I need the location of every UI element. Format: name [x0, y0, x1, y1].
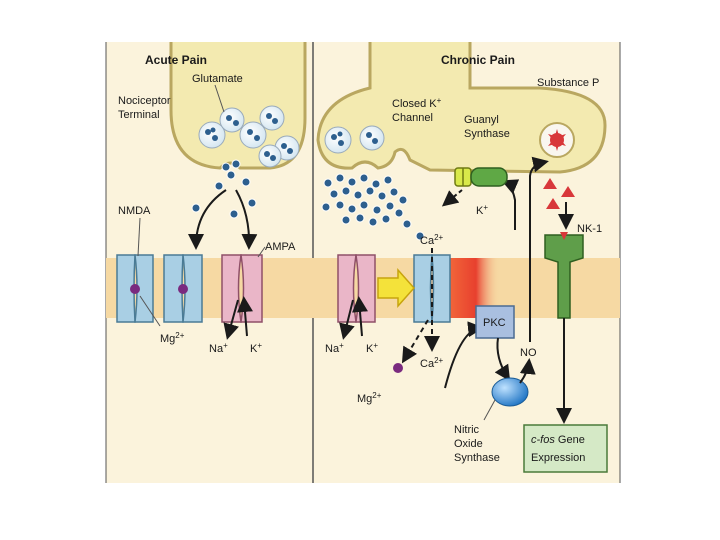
na-arrow-chronic	[339, 299, 355, 340]
no-to-guanyl-arrow	[501, 179, 520, 230]
substance-p-vesicle	[539, 122, 575, 158]
k-label-chronic: K+	[366, 341, 378, 355]
pkc-box	[475, 305, 515, 339]
k-efflux-arrow	[441, 189, 463, 207]
nmda-receptor-1	[116, 254, 154, 323]
glutamate-arrow-nmda	[188, 189, 227, 250]
glutamate-arrow-ampa	[235, 189, 258, 250]
mg-label-chronic: Mg2+	[357, 391, 382, 405]
substance-p-molecules	[543, 178, 575, 209]
nitric-oxide-synthase	[491, 377, 529, 407]
nmda-label: NMDA	[118, 205, 151, 217]
no-label: NO	[520, 347, 537, 359]
nmda-leader	[137, 217, 141, 257]
depolarization-arrow	[377, 268, 416, 308]
no-retrograde-arrow	[529, 156, 549, 342]
substance-p-label: Substance P	[537, 77, 599, 89]
glutamate-vesicles-chronic	[324, 125, 385, 154]
nitric-leader	[483, 399, 496, 421]
ca-label-bottom: Ca2+	[420, 356, 444, 370]
glutamate-leader	[214, 84, 225, 113]
closed-k-label: Closed K+	[392, 96, 442, 110]
expression-label: Expression	[531, 452, 585, 464]
pkc-to-nos-arrow	[494, 337, 511, 382]
nmda-receptor-2	[163, 254, 203, 323]
synthase-label-nos: Synthase	[454, 452, 500, 464]
guanyl-label: Guanyl	[464, 114, 499, 126]
nitric-label: Nitric	[454, 424, 480, 436]
k-efflux-label: K+	[476, 203, 488, 217]
synthase-label-guanyl: Synthase	[464, 128, 510, 140]
ampa-leader	[257, 246, 266, 258]
na-label-acute: Na+	[209, 341, 228, 355]
acute-pain-title: Acute Pain	[145, 53, 207, 67]
chronic-pain-title: Chronic Pain	[441, 53, 515, 67]
k-arrow-acute	[237, 296, 253, 337]
mg-expelled-arrow	[401, 319, 429, 364]
oxide-label: Oxide	[454, 438, 483, 450]
nos-to-no-arrow	[519, 358, 536, 384]
nk1-receptor	[544, 232, 584, 319]
mg-leader	[139, 295, 161, 327]
k-arrow-chronic	[352, 296, 368, 337]
glutamate-molecules-chronic	[321, 173, 425, 262]
ampa-label: AMPA	[265, 241, 296, 253]
terminal-label: Terminal	[118, 109, 160, 121]
cfos-gene-label: c-fos Gene	[531, 434, 585, 446]
channel-label: Channel	[392, 112, 433, 124]
glutamate-vesicles-acute	[198, 105, 300, 168]
cfos-gene-box	[523, 424, 608, 473]
ca-label-top: Ca2+	[420, 233, 444, 247]
mg-ion-expelled	[393, 363, 403, 373]
nk1-label: NK-1	[577, 223, 602, 235]
guanyl-synthase	[470, 167, 508, 187]
mg-label-acute: Mg2+	[160, 331, 185, 345]
closed-k-channel	[454, 167, 472, 187]
pkc-label: PKC	[483, 317, 506, 329]
glutamate-label: Glutamate	[192, 73, 243, 85]
chronic-nociceptor-terminal	[316, 42, 607, 174]
na-arrow-acute	[223, 299, 239, 340]
k-label-acute: K+	[250, 341, 262, 355]
na-label-chronic: Na+	[325, 341, 344, 355]
nociceptor-label: Nociceptor	[118, 95, 171, 107]
